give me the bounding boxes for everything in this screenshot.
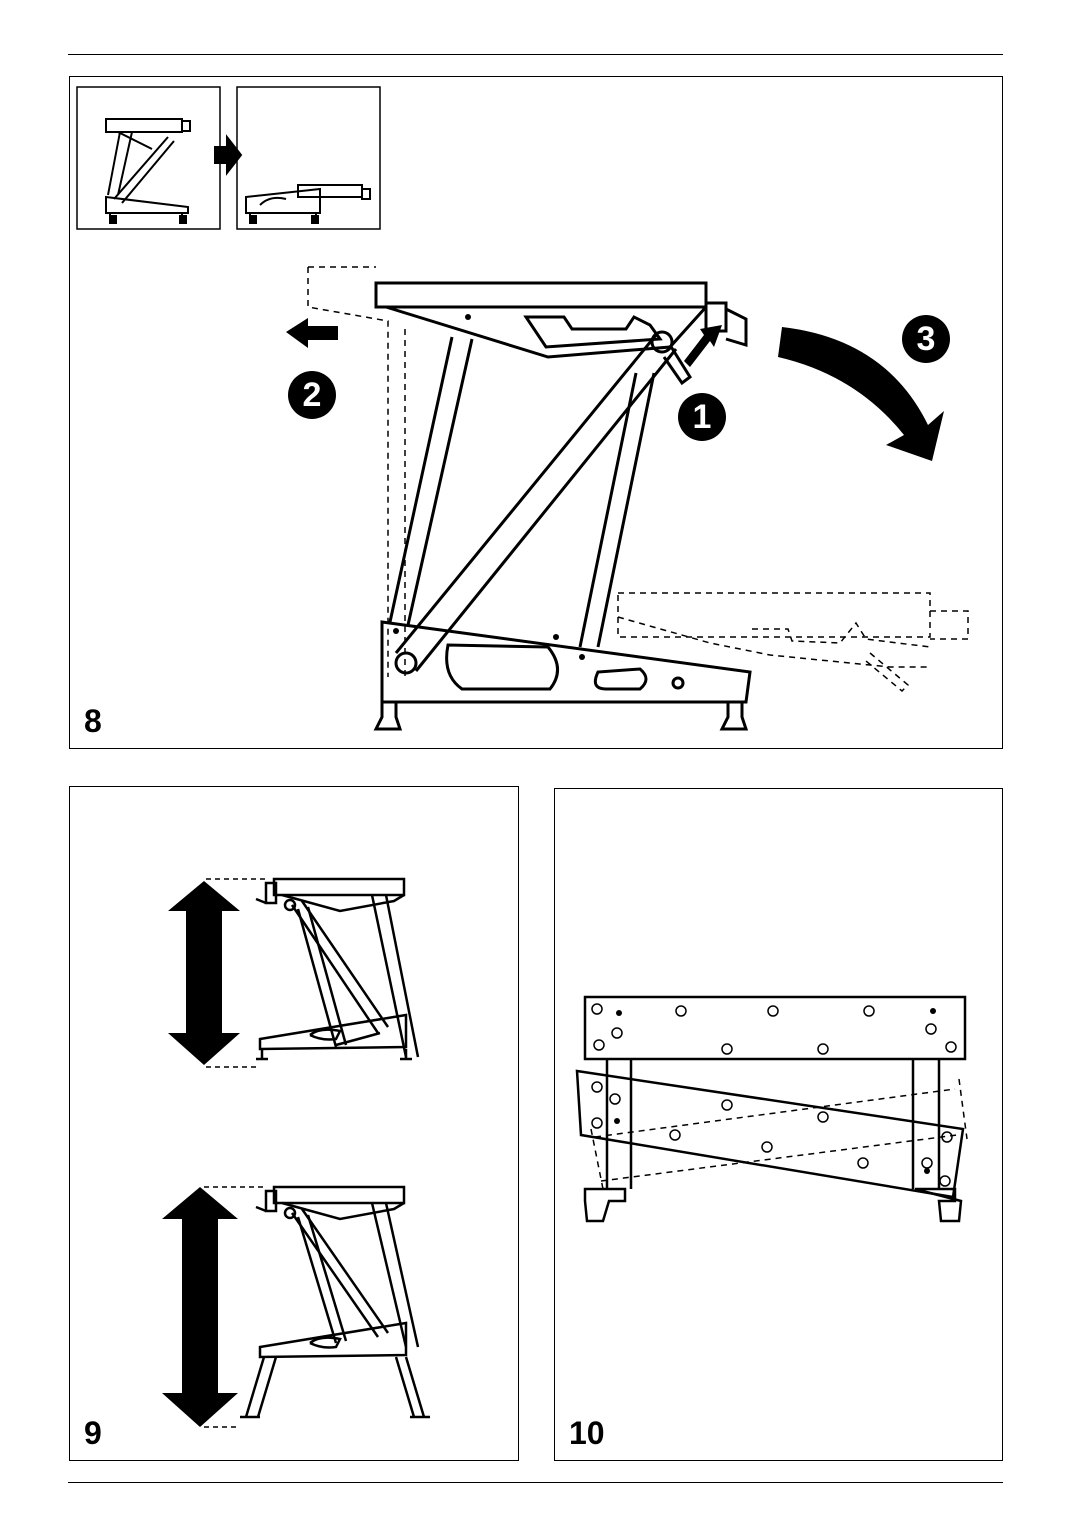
figure-8-drawing: [76, 86, 969, 731]
workbench-high-position: [204, 1185, 430, 1428]
step-2-badge: 2: [288, 371, 336, 419]
workbench-low-position: [206, 877, 420, 1068]
double-arrow-vertical-icon: [162, 1187, 238, 1427]
top-rule: [68, 54, 1003, 55]
figure-10-panel: 10: [554, 788, 1003, 1461]
figure-8-panel: 1 2 3 8: [69, 76, 1003, 749]
step-3-badge: 3: [902, 315, 950, 363]
arrow-right-icon: [214, 134, 243, 176]
step-1-badge: 1: [678, 393, 726, 441]
figure-10-drawing: [575, 995, 968, 1223]
thumbnail-standing-bench: [76, 86, 221, 230]
bench-dog-holes: [591, 1003, 957, 1187]
arrow-curved-down-icon: [778, 327, 944, 461]
thumbnail-folded-bench: [236, 86, 381, 230]
workbench-front-view: [575, 995, 968, 1223]
ghost-positions: [307, 266, 969, 693]
arrow-left-icon: [286, 318, 338, 348]
figure-9-number: 9: [84, 1415, 102, 1451]
workbench-main: [373, 281, 752, 731]
figure-9-panel: 9: [69, 786, 519, 1461]
figure-8-number: 8: [84, 703, 102, 739]
arrow-push-icon: [684, 325, 722, 367]
figure-10-number: 10: [569, 1415, 605, 1451]
double-arrow-vertical-icon: [168, 881, 240, 1065]
bench-dog-pegs: [614, 1008, 936, 1174]
figure-9-drawing: [162, 877, 430, 1428]
bottom-rule: [68, 1482, 1003, 1483]
